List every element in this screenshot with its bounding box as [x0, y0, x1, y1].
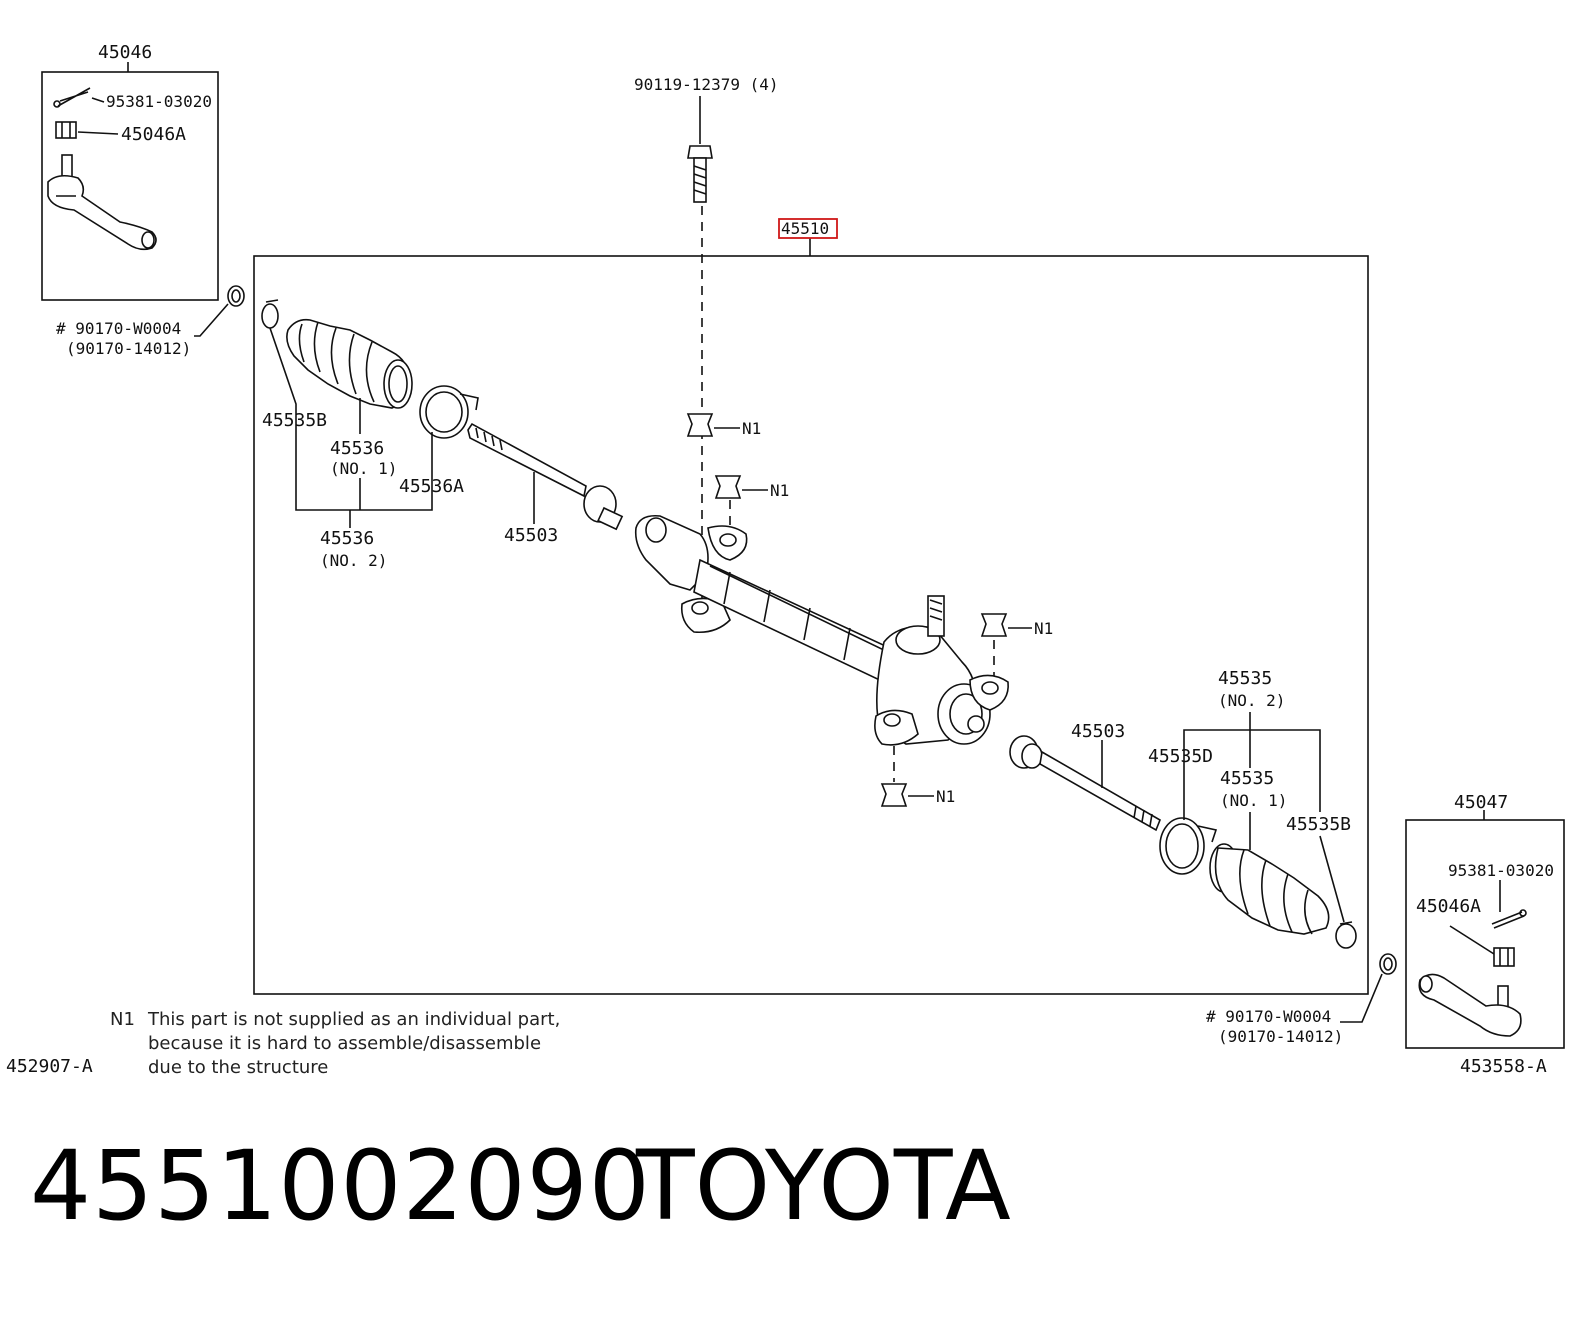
- tie-rod-right: 45503: [1009, 721, 1162, 832]
- part-number: 4551002090: [30, 1130, 651, 1242]
- dust-seal-left: # 90170-W0004 (90170-14012): [56, 285, 245, 358]
- brand-name: TOYOTA: [636, 1130, 1011, 1242]
- label-45503-right: 45503: [1071, 721, 1125, 742]
- label-45510: 45510: [781, 219, 829, 238]
- label-45535-no1-1: 45535: [1220, 768, 1274, 789]
- label-n1-c: N1: [1034, 619, 1053, 638]
- label-45535-no2-2: (NO. 2): [1218, 691, 1285, 710]
- bushing-n1-c: N1: [980, 613, 1053, 676]
- tie-rod-end-left: [47, 154, 157, 251]
- label-seal-left-1: # 90170-W0004: [56, 319, 181, 338]
- tie-rod-left: 45503: [467, 422, 624, 546]
- label-45536-no2-1: 45536: [320, 528, 374, 549]
- label-45536-no1-1: 45536: [330, 438, 384, 459]
- cotter-pin-left: [53, 87, 105, 108]
- label-bolt: 90119-12379 (4): [634, 75, 779, 94]
- highlight-45510: [778, 218, 838, 239]
- figure-number-left: 452907-A: [6, 1056, 93, 1077]
- bushing-n1-d: N1: [880, 746, 955, 807]
- tie-rod-end-right: [1418, 973, 1522, 1037]
- label-95381-03020-left: 95381-03020: [106, 92, 212, 111]
- label-45046A-left: 45046A: [121, 124, 186, 145]
- label-n1-a: N1: [742, 419, 761, 438]
- inset-box-right: 45047 95381-03020 45046A: [1405, 792, 1565, 1049]
- label-45535D: 45535D: [1148, 746, 1213, 767]
- bracket-left-group: [269, 327, 433, 528]
- castle-nut-left: [55, 121, 119, 139]
- bolt: 90119-12379 (4): [634, 75, 779, 600]
- figure-number-right: 453558-A: [1460, 1056, 1547, 1077]
- note-key: N1: [110, 1009, 135, 1030]
- bracket-right-group: [1183, 712, 1345, 923]
- label-45536-no2-2: (NO. 2): [320, 551, 387, 570]
- bushing-n1-a: N1: [686, 413, 761, 438]
- label-45503-left: 45503: [504, 525, 558, 546]
- boot-clamp-right: [1159, 817, 1218, 875]
- steering-rack-housing: [634, 514, 1009, 746]
- dust-seal-right: # 90170-W0004 (90170-14012): [1206, 953, 1397, 1046]
- boot-right: [1209, 843, 1330, 935]
- label-seal-left-2: (90170-14012): [66, 339, 191, 358]
- note-line-2: because it is hard to assemble/disassemb…: [148, 1033, 541, 1054]
- label-n1-b: N1: [770, 481, 789, 500]
- label-45046A-right: 45046A: [1416, 896, 1481, 917]
- label-45535-no1-2: (NO. 1): [1220, 791, 1287, 810]
- label-45536-no1-2: (NO. 1): [330, 459, 397, 478]
- label-n1-d: N1: [936, 787, 955, 806]
- castle-nut-right: [1493, 947, 1515, 967]
- bushing-n1-b: N1: [714, 475, 789, 530]
- label-seal-right-2: (90170-14012): [1218, 1027, 1343, 1046]
- label-seal-right-1: # 90170-W0004: [1206, 1007, 1331, 1026]
- label-45047: 45047: [1454, 792, 1508, 813]
- label-95381-03020-right: 95381-03020: [1448, 861, 1554, 880]
- cotter-pin-right: [1491, 909, 1527, 929]
- rack-assembly-box: 45510: [253, 218, 1369, 995]
- label-45535B-left: 45535B: [262, 410, 327, 431]
- inset-box-left: 45046 95381-03020 45046A: [41, 42, 219, 301]
- boot-left: [261, 299, 413, 409]
- note-line-1: This part is not supplied as an individu…: [147, 1009, 560, 1030]
- label-45535B-right: 45535B: [1286, 814, 1351, 835]
- label-45046: 45046: [98, 42, 152, 63]
- boot-clamp-left: [419, 385, 479, 439]
- label-45535-no2-1: 45535: [1218, 668, 1272, 689]
- clip-right: [1335, 921, 1357, 949]
- note-line-3: due to the structure: [148, 1057, 328, 1078]
